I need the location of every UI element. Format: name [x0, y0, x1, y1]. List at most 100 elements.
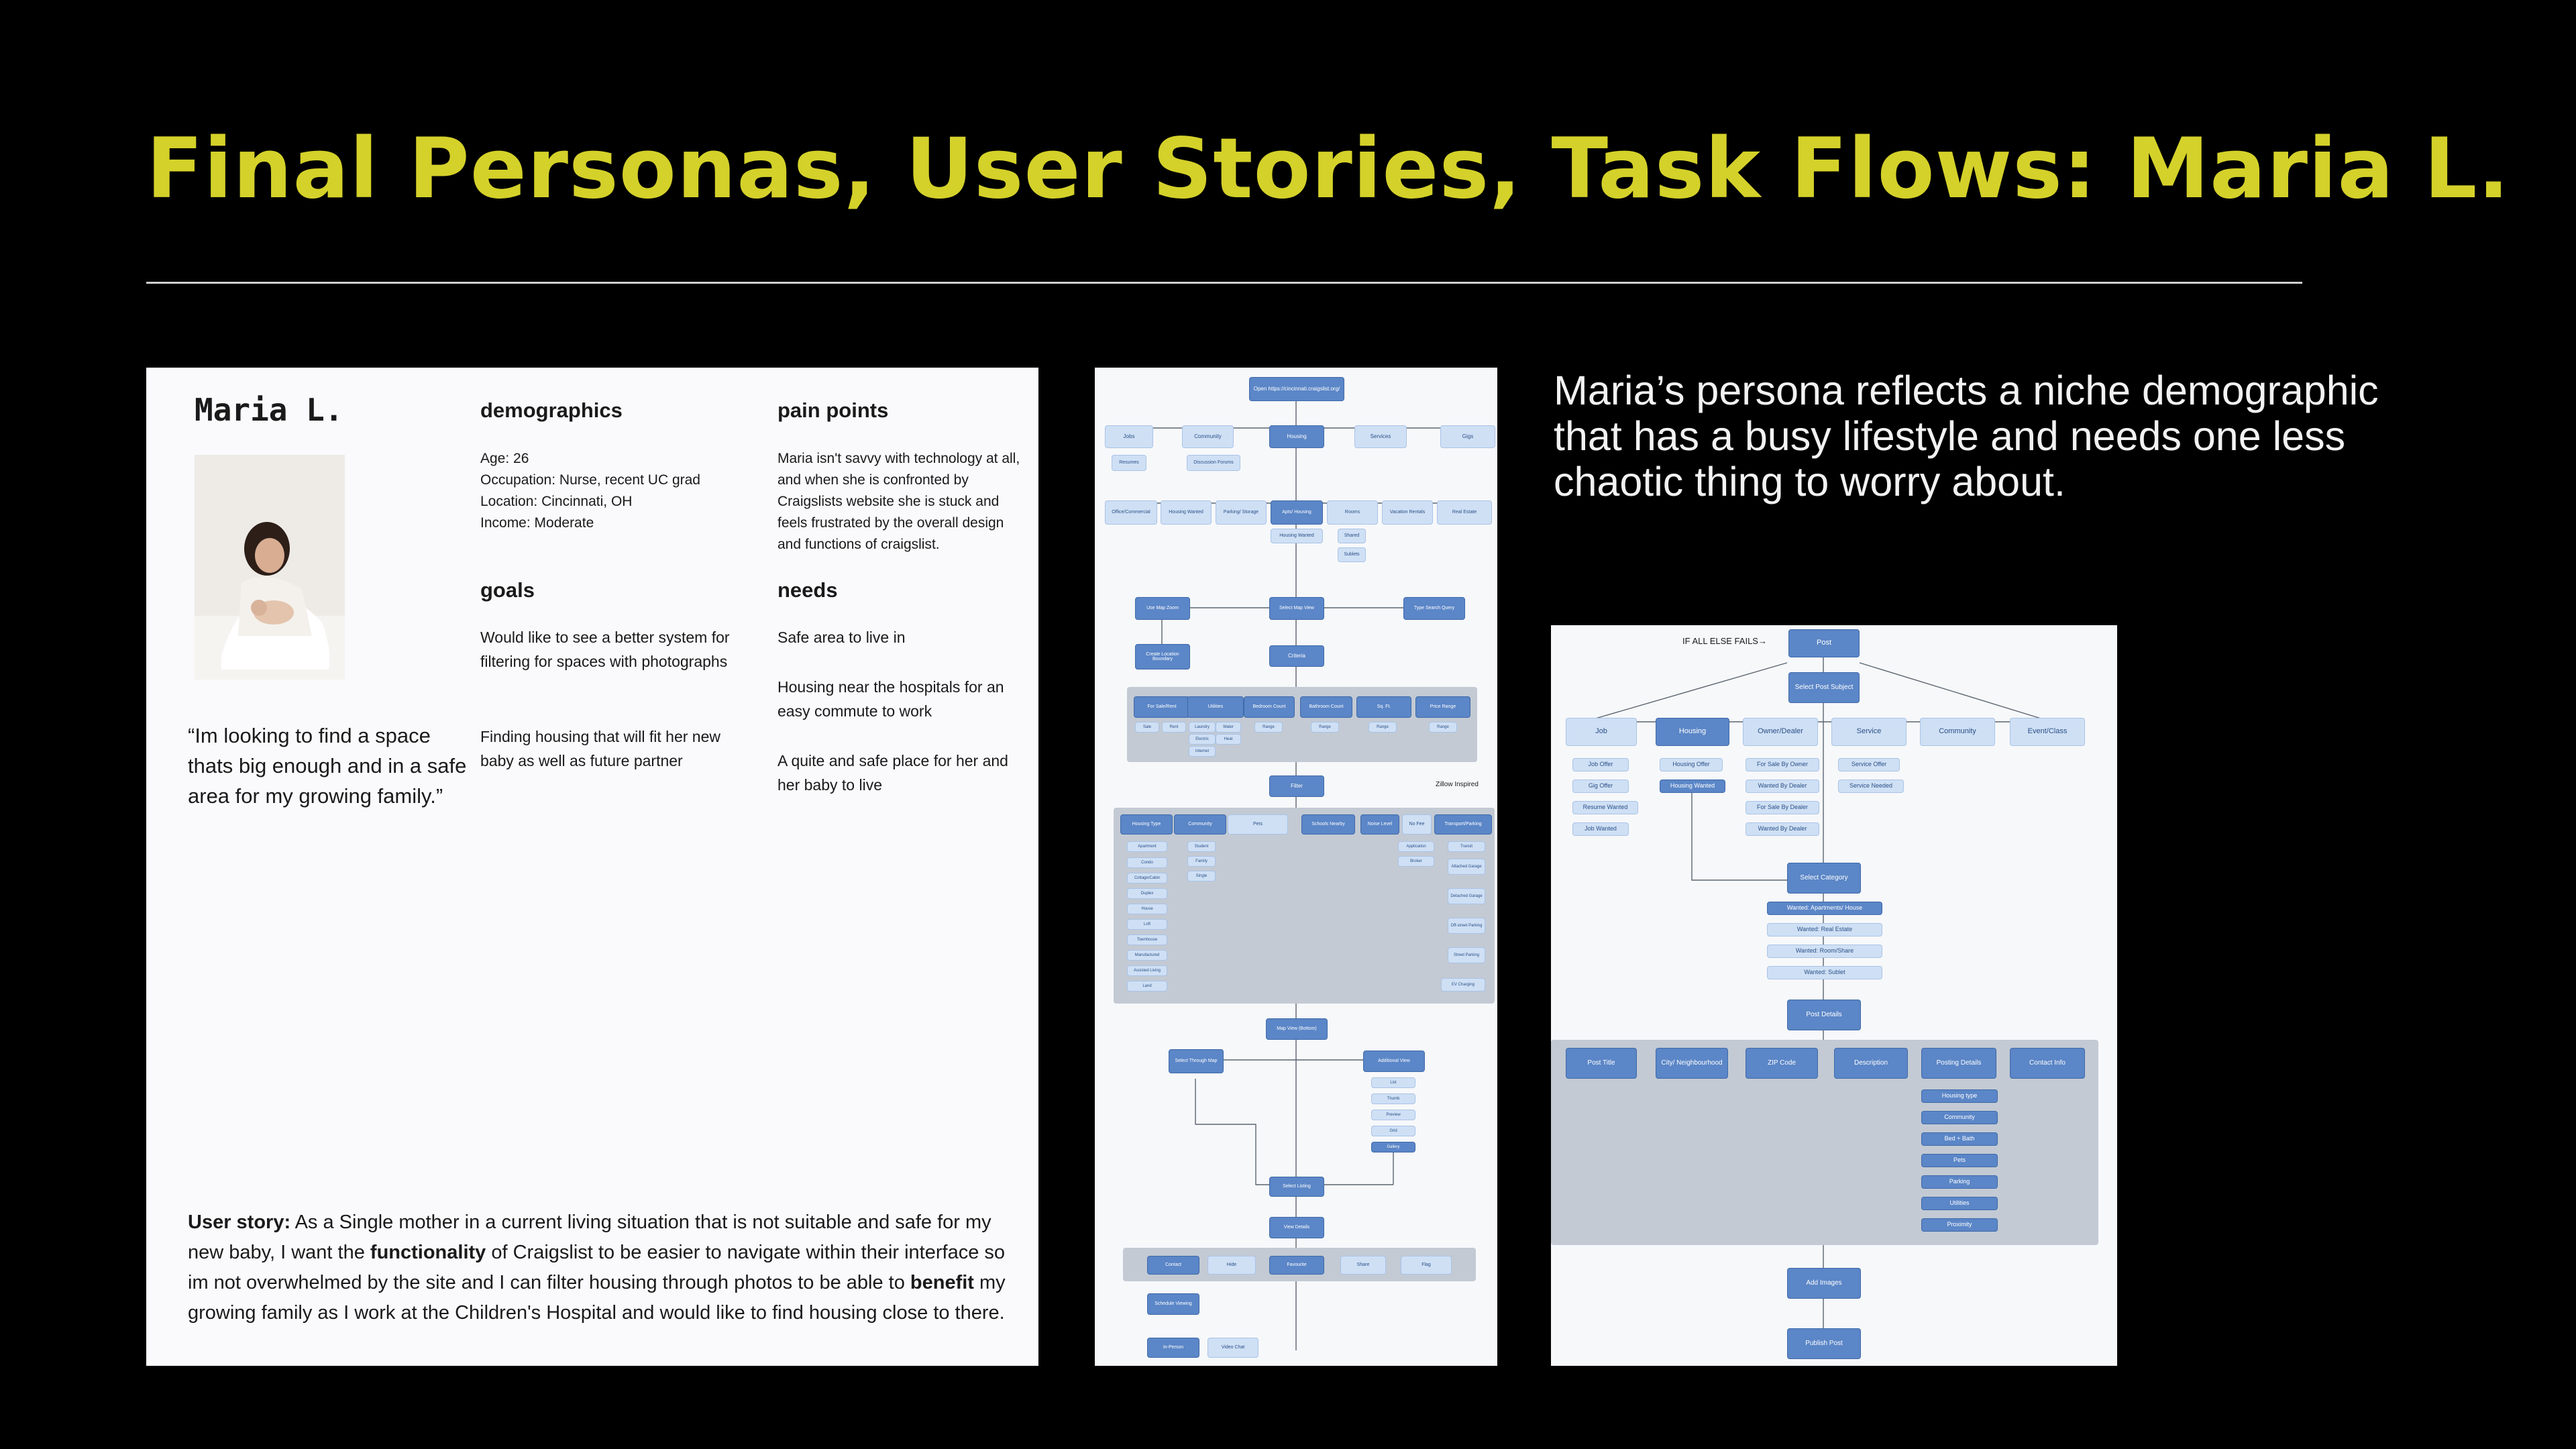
search-task-flow: Open https://cincinnati.craigslist.org/ …: [1095, 368, 1497, 1366]
flow-detail-contact: Contact Info: [2010, 1048, 2085, 1079]
flow-filter-no-fee: No Fee: [1402, 814, 1432, 835]
flow-open-site: Open https://cincinnati.craigslist.org/: [1249, 377, 1344, 401]
flow-criteria-option: Electric: [1189, 734, 1216, 745]
flow-posting-option: Community: [1921, 1111, 1998, 1124]
mother-baby-illustration: [195, 455, 345, 680]
flow-action-contact: Contact: [1147, 1256, 1199, 1275]
persona-card: Maria L. demographics Age: 26 Occupation…: [146, 368, 1038, 1366]
title-divider: [146, 282, 2302, 284]
flow-owner-option: Wanted By Dealer: [1746, 780, 1819, 793]
flow-transport-option: Attached Garage: [1448, 859, 1485, 875]
flow-detail-posting: Posting Details: [1921, 1048, 1996, 1079]
flow-criteria-option: Range: [1429, 722, 1457, 733]
flow-job-option: Job Offer: [1572, 758, 1629, 771]
flow-filter-pets: Pets: [1228, 814, 1288, 835]
flow-category-option: Wanted: Apartments/ House: [1767, 902, 1882, 915]
flow-rooms-sublets: Sublets: [1338, 547, 1366, 562]
flow-category-option: Wanted: Real Estate: [1767, 923, 1882, 936]
flow-housing-type-option: Duplex: [1127, 888, 1167, 899]
pain-points-heading: pain points: [777, 398, 889, 422]
flow-view-option: List: [1371, 1077, 1415, 1088]
flow-housing-type-option: Manufactured: [1127, 950, 1167, 961]
flow-category-jobs: Jobs: [1105, 425, 1153, 448]
flow-category-option: Wanted: Room/Share: [1767, 945, 1882, 958]
flow-view-option: Gallery: [1371, 1142, 1415, 1152]
flow-housing-option: Housing Wanted: [1660, 780, 1725, 793]
flow-action-hide: Hide: [1208, 1256, 1256, 1275]
flow-housing-rooms: Rooms: [1327, 500, 1378, 525]
flow-action-favourite: Favourite: [1269, 1256, 1324, 1275]
flow-post-details: Post Details: [1787, 1000, 1861, 1030]
flow-housing-vacation: Vacation Rentals: [1382, 500, 1433, 525]
flow-category-community: Community: [1182, 425, 1234, 448]
flow-detail-zip: ZIP Code: [1746, 1048, 1818, 1079]
flow-subject-event: Event/Class: [2010, 718, 2085, 746]
persona-name: Maria L.: [195, 392, 343, 428]
flow-community-option: Family: [1187, 856, 1216, 867]
flow-service-option: Service Needed: [1838, 780, 1904, 793]
flow-filter-transport: Transport/Parking: [1434, 814, 1492, 835]
flow-type-search: Type Search Query: [1403, 597, 1465, 620]
user-story-label: User story:: [188, 1212, 291, 1233]
fallback-note: IF ALL ELSE FAILS→: [1682, 636, 1767, 646]
flow-post: Post: [1788, 629, 1860, 657]
flow-action-share: Share: [1340, 1256, 1386, 1275]
demographic-income: Income: Moderate: [480, 515, 594, 531]
flow-posting-option: Bed + Bath: [1921, 1132, 1998, 1146]
flow-housing-real-estate: Real Estate: [1437, 500, 1492, 525]
flow-criteria-option: Range: [1254, 722, 1283, 733]
flow-rooms-shared: Shared: [1338, 529, 1366, 543]
flow-transport-option: Off-street Parking: [1448, 918, 1485, 934]
flow-select-map-view: Select Map View: [1269, 597, 1324, 620]
goal-item: Would like to see a better system for fi…: [480, 629, 730, 670]
flow-community-forums: Discussion Forums: [1187, 455, 1240, 471]
post-task-flow: IF ALL ELSE FAILS→ Post Select Post Subj…: [1551, 625, 2117, 1366]
flow-owner-option: For Sale By Owner: [1746, 758, 1819, 771]
flow-fee-option: Broker: [1398, 856, 1434, 867]
flow-filter-schools: Schools Nearby: [1301, 814, 1355, 835]
flow-select-category: Select Category: [1787, 863, 1861, 894]
flow-criteria-option: Sale: [1135, 722, 1159, 733]
flow-select-post-subject: Select Post Subject: [1788, 672, 1860, 703]
flow-schedule-viewing: Schedule Viewing: [1147, 1293, 1199, 1315]
flow-criteria-option: Range: [1368, 722, 1397, 733]
persona-photo: [195, 455, 345, 680]
flow-view-option: Preview: [1371, 1110, 1415, 1120]
flow-viewing-in-person: In-Person: [1147, 1338, 1199, 1358]
flow-housing-type-option: House: [1127, 904, 1167, 914]
flow-criteria-option: Rent: [1162, 722, 1186, 733]
flow-housing-apts: Apts/ Housing: [1271, 500, 1323, 525]
flow-criteria-bathrooms: Bathroom Count: [1300, 696, 1352, 718]
flow-fee-option: Application: [1398, 841, 1434, 852]
flow-additional-view: Additional View: [1363, 1051, 1425, 1072]
flow-posting-option: Pets: [1921, 1154, 1998, 1167]
demographic-age: Age: 26: [480, 451, 529, 466]
flow-owner-option: Wanted By Dealer: [1746, 822, 1819, 836]
flow-filter-noise: Noise Level: [1360, 814, 1399, 835]
flow-category-services: Services: [1354, 425, 1407, 448]
filter-band: [1114, 808, 1495, 1004]
flow-transport-option: Street Parking: [1448, 947, 1485, 963]
flow-detail-description: Description: [1834, 1048, 1908, 1079]
flow-criteria-option: Laundry: [1189, 722, 1216, 733]
flow-filter-community: Community: [1174, 814, 1226, 835]
flow-filter: Filter: [1269, 775, 1324, 797]
flow-housing-wanted: Housing Wanted: [1161, 500, 1212, 525]
zillow-note: Zillow Inspired: [1436, 781, 1479, 788]
flow-criteria-option: Heat: [1216, 734, 1241, 745]
details-band: [1551, 1040, 2098, 1245]
flow-posting-option: Housing type: [1921, 1089, 1998, 1103]
goal-item: Finding housing that will fit her new ba…: [480, 728, 720, 769]
demographics-list: Age: 26 Occupation: Nurse, recent UC gra…: [480, 448, 700, 534]
flow-posting-option: Proximity: [1921, 1218, 1998, 1232]
flow-criteria-option: Internet: [1189, 746, 1216, 757]
flow-create-location: Create Location Boundary: [1135, 644, 1190, 669]
need-item: Safe area to live in: [777, 629, 906, 646]
flow-job-option: Resume Wanted: [1572, 801, 1638, 814]
user-story: User story: As a Single mother in a curr…: [188, 1212, 1006, 1324]
persona-quote: “Im looking to find a space thats big en…: [188, 724, 467, 808]
flow-apts-wanted: Housing Wanted: [1271, 529, 1323, 543]
need-item: Housing near the hospitals for an easy c…: [777, 678, 1004, 720]
flow-housing-type-option: Apartment: [1127, 841, 1167, 852]
flow-criteria-sale-rent: For Sale/Rent: [1134, 696, 1190, 718]
